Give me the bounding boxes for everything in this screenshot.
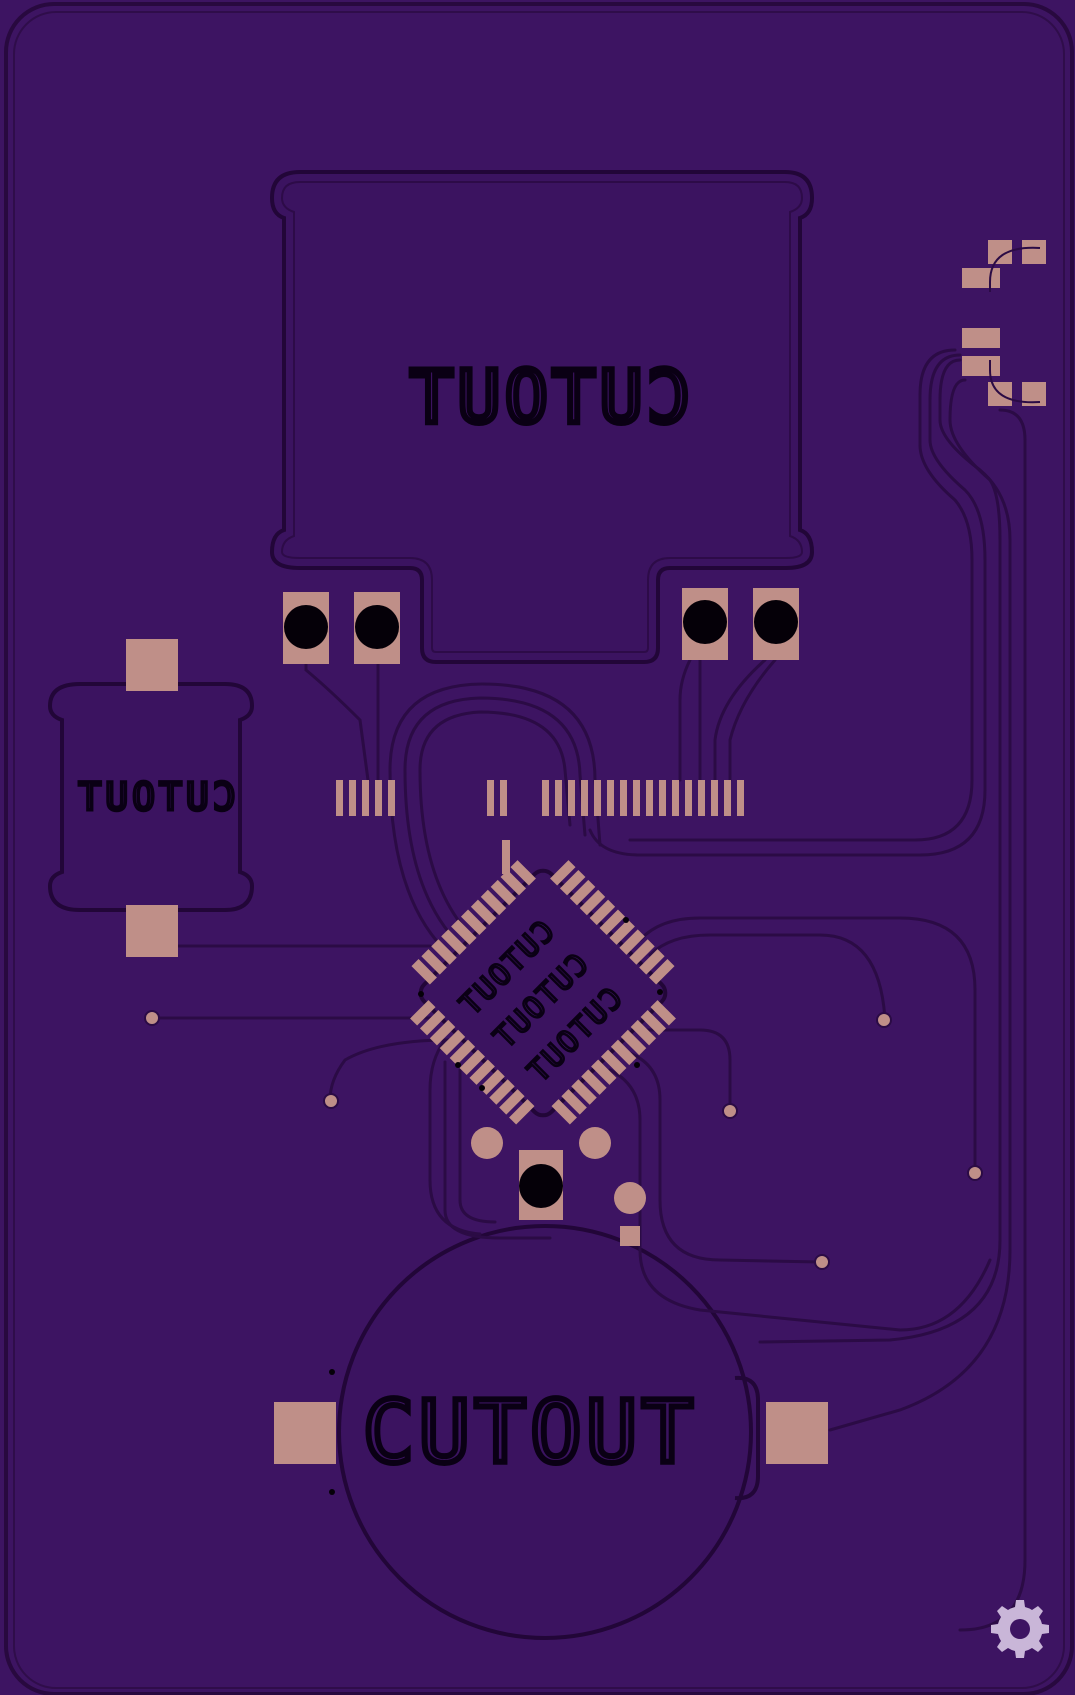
settings-button[interactable] bbox=[990, 1598, 1050, 1658]
left-component-pads bbox=[126, 639, 178, 957]
coin-cell-region: CUTOUT bbox=[337, 1224, 760, 1640]
board-edge-inner bbox=[13, 11, 1065, 1689]
top-cutout-region: CUTOUT bbox=[269, 170, 815, 664]
gear-icon bbox=[991, 1600, 1049, 1658]
vias bbox=[144, 1010, 983, 1270]
qfn-chip bbox=[410, 860, 676, 1125]
top-cutout-label: CUTOUT bbox=[406, 355, 690, 439]
usb-connector-pads bbox=[962, 240, 1046, 406]
through-hole-pads-upper bbox=[283, 588, 799, 664]
lower-small-pads bbox=[471, 1127, 646, 1246]
coin-cell-pads bbox=[274, 1402, 828, 1464]
chip-vias bbox=[329, 917, 663, 1495]
left-cutout-region: CUTOUT bbox=[47, 682, 255, 912]
header-strip-pads bbox=[336, 780, 744, 874]
coin-cutout-label: CUTOUT bbox=[363, 1383, 698, 1483]
left-cutout-label: CUTOUT bbox=[74, 775, 235, 819]
board-outline bbox=[4, 2, 1074, 1695]
copper-traces bbox=[148, 348, 1027, 1632]
